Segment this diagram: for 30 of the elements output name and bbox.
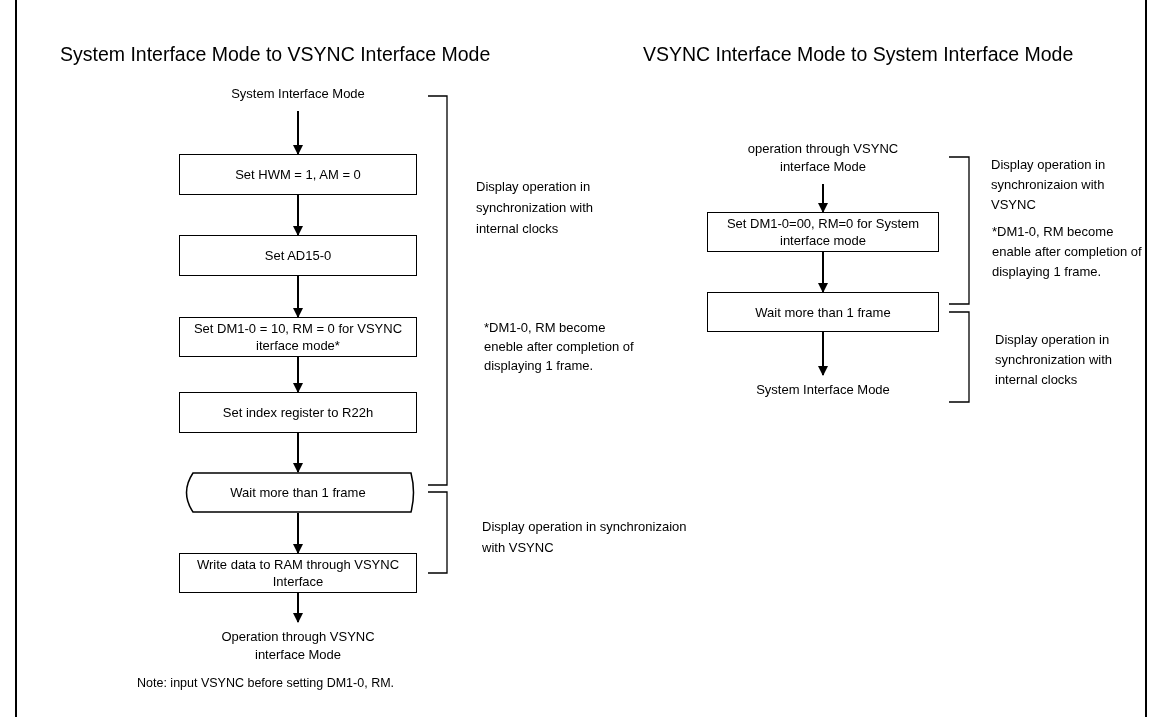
arrow	[293, 110, 303, 155]
terminal-text: Operation through VSYNC interface Mode	[203, 628, 393, 664]
note-text: Display operation in synchronizaion with VSYNC	[991, 156, 1107, 214]
terminal-text: System Interface Mode	[218, 85, 378, 103]
note-text: Display operation in synchronizaion with VSYNC	[482, 518, 688, 557]
arrow	[293, 432, 303, 473]
note-text: Display operation in synchronization with internal clocks	[476, 178, 595, 238]
note-text: *DM1-0, RM become eneble after completion of displaying 1 frame.	[484, 319, 634, 375]
arrow	[293, 592, 303, 623]
arrow	[293, 194, 303, 236]
note-text: *DM1-0, RM become enable after completion of displaying 1 frame.	[992, 223, 1143, 281]
note-text: Display operation in synchronization with internal clocks	[995, 331, 1114, 389]
process-box: Set DM1-0=00, RM=0 for System interface mode	[707, 212, 939, 252]
section-heading: System Interface Mode to VSYNC Interface Mode	[60, 42, 491, 67]
process-box: Write data to RAM through VSYNC Interface	[179, 553, 417, 593]
note-text: Note: input VSYNC before setting DM1-0, RM.	[137, 675, 395, 692]
process-box: Set DM1-0 = 10, RM = 0 for VSYNC iterface mode*	[179, 317, 417, 357]
process-box: Set AD15-0	[179, 235, 417, 276]
terminal-text: System Interface Mode	[743, 381, 903, 399]
terminal-text: operation through VSYNC interface Mode	[738, 140, 908, 176]
section-heading: VSYNC Interface Mode to System Interface Mode	[643, 42, 1074, 67]
process-box: Set index register to R22h	[179, 392, 417, 433]
arrow	[293, 356, 303, 393]
arrow	[818, 331, 828, 376]
arrow	[818, 183, 828, 213]
process-box: Set HWM = 1, AM = 0	[179, 154, 417, 195]
arrow	[818, 251, 828, 293]
arrow	[293, 275, 303, 318]
process-box: Wait more than 1 frame	[707, 292, 939, 332]
arrow	[293, 512, 303, 554]
